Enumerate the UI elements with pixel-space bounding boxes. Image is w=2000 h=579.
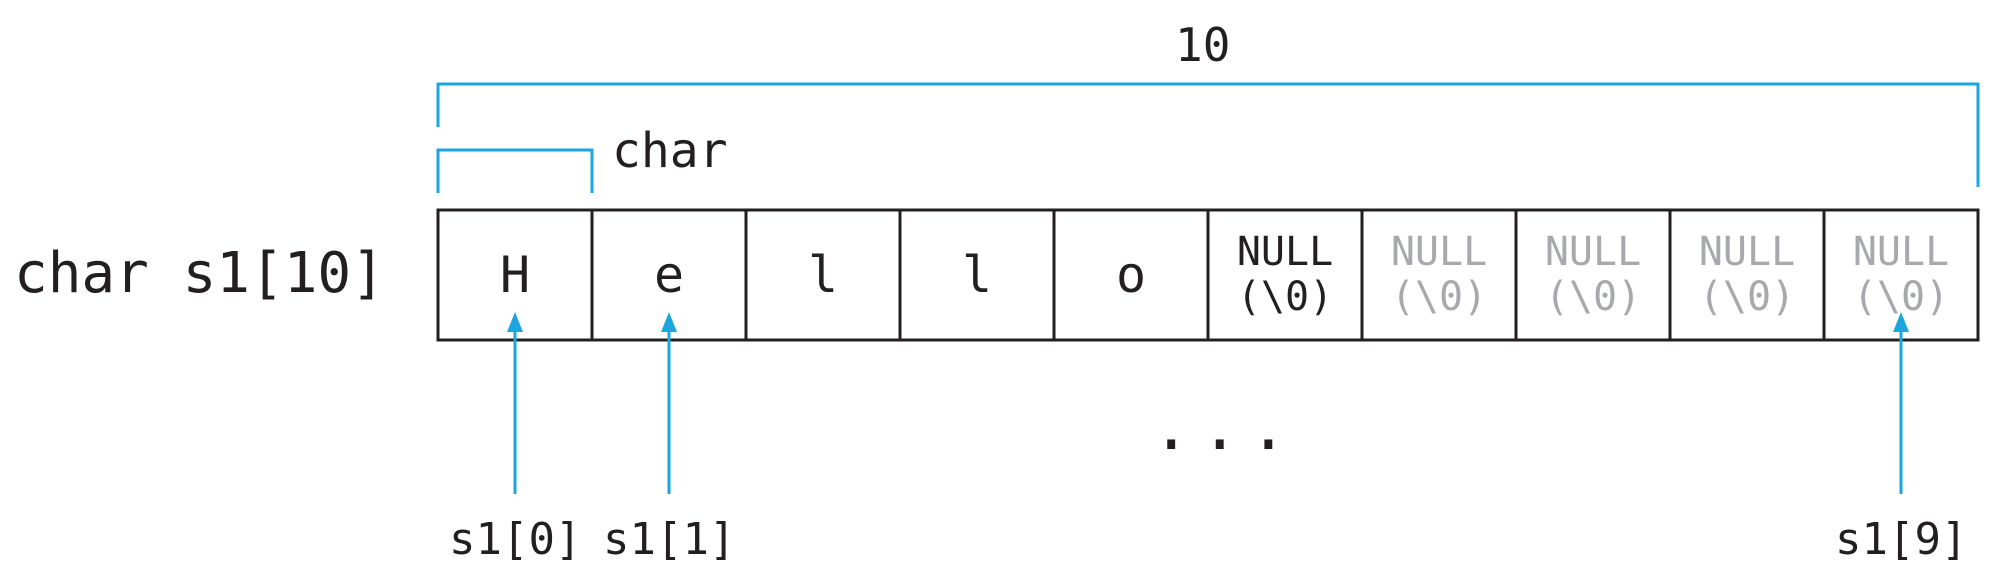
element-size-bracket xyxy=(436,148,594,193)
cell-char-value: l xyxy=(961,246,993,304)
cell-null-escape: (\0) xyxy=(1544,274,1642,320)
array-cell: NULL(\0) xyxy=(1362,210,1516,340)
cell-char-value: H xyxy=(499,246,531,304)
array-cell: NULL(\0) xyxy=(1516,210,1670,340)
cell-char-value: o xyxy=(1115,246,1147,304)
cell-null-label: NULL xyxy=(1698,229,1796,276)
index-label: s1[0] xyxy=(449,514,582,565)
array-cell: o xyxy=(1054,210,1208,340)
array-cell: H xyxy=(438,210,592,340)
array-cell: l xyxy=(900,210,1054,340)
total-size-bracket xyxy=(436,82,1980,187)
cell-null-escape: (\0) xyxy=(1698,274,1796,320)
pointer-arrowhead xyxy=(1893,312,1909,332)
pointer-arrowhead xyxy=(507,312,523,332)
array-cell: NULL(\0) xyxy=(1670,210,1824,340)
cell-null-escape: (\0) xyxy=(1390,274,1488,320)
array-cell: NULL(\0) xyxy=(1208,210,1362,340)
cell-char-value: l xyxy=(807,246,839,304)
cell-null-label: NULL xyxy=(1236,229,1334,276)
pointer-arrowhead xyxy=(661,312,677,332)
total-size-label: 10 xyxy=(1175,18,1231,72)
cell-null-label: NULL xyxy=(1544,229,1642,276)
cell-char-value: e xyxy=(653,246,685,304)
array-cell: l xyxy=(746,210,900,340)
ellipsis: ... xyxy=(1152,391,1298,465)
element-size-label: char xyxy=(612,123,728,179)
cell-null-escape: (\0) xyxy=(1852,274,1950,320)
cell-null-label: NULL xyxy=(1852,229,1950,276)
array-declaration: char s1[10] xyxy=(14,241,385,306)
array-cell: e xyxy=(592,210,746,340)
array-cell: NULL(\0) xyxy=(1824,210,1978,340)
cell-null-label: NULL xyxy=(1390,229,1488,276)
index-label: s1[9] xyxy=(1835,514,1968,565)
cell-null-escape: (\0) xyxy=(1236,274,1334,320)
index-label: s1[1] xyxy=(603,514,736,565)
